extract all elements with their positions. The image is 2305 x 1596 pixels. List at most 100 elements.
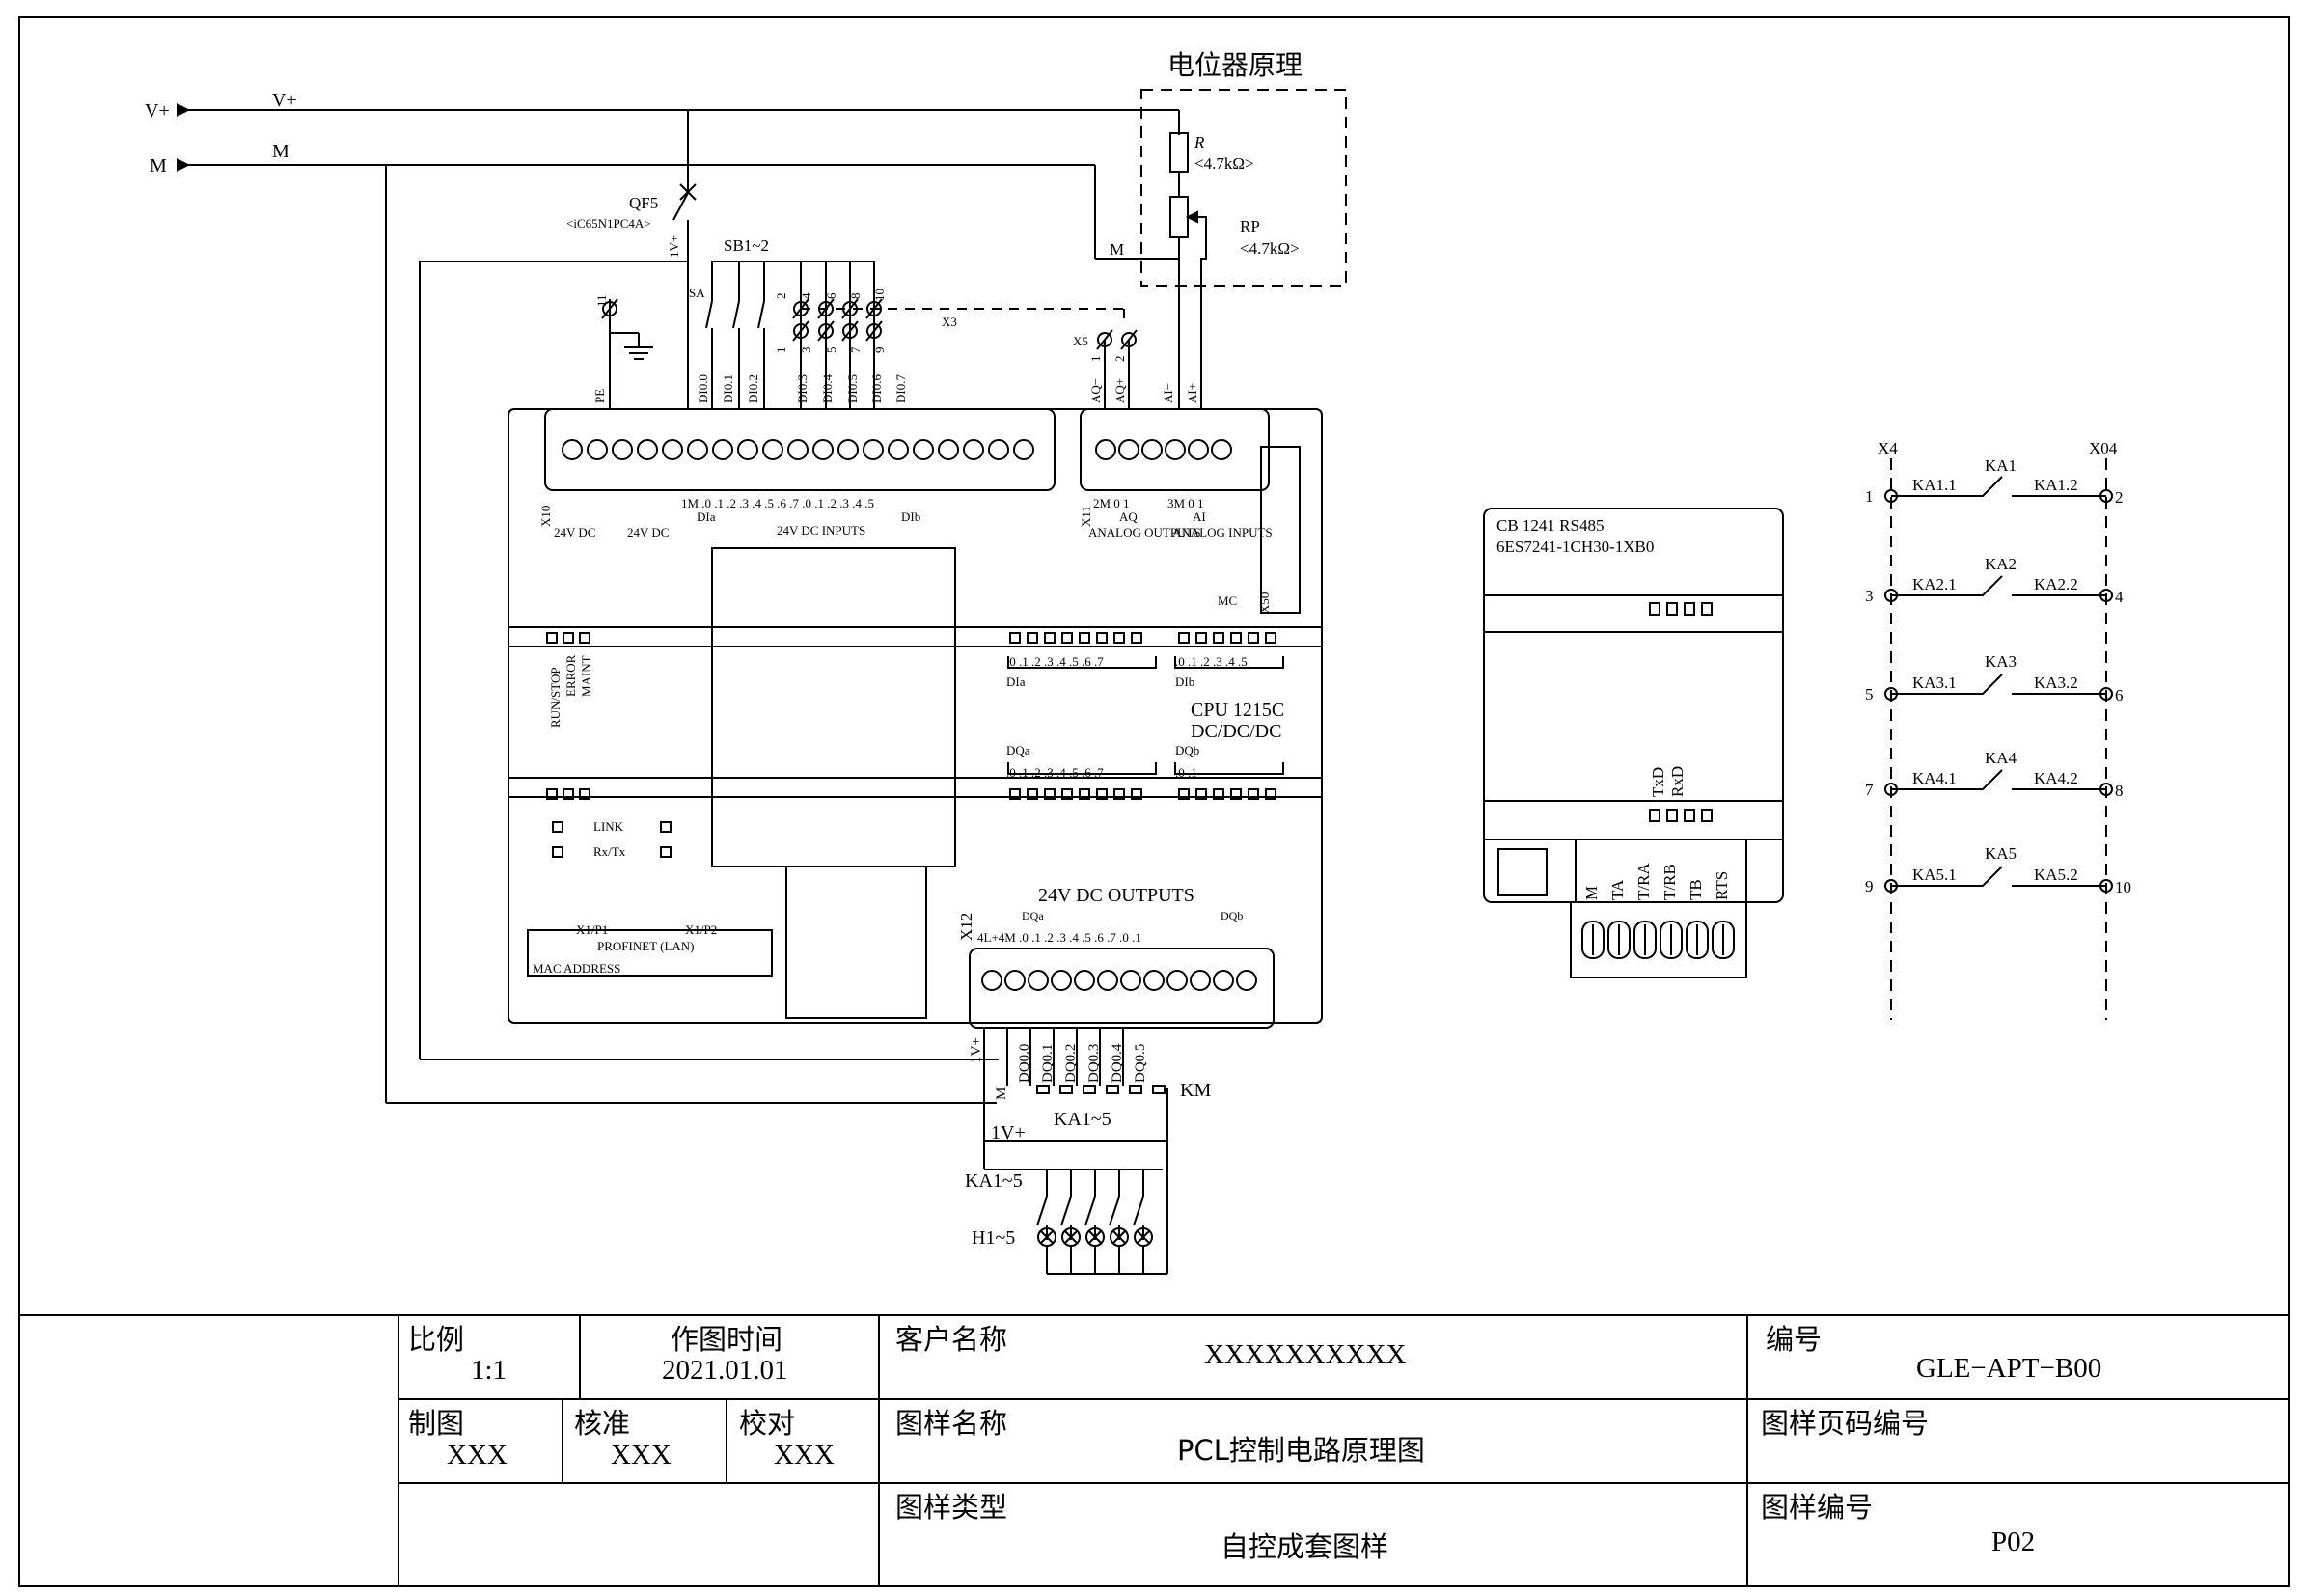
dq-terminals bbox=[981, 970, 1257, 991]
cb1241-module bbox=[1483, 508, 1784, 903]
mc-label: MC bbox=[1218, 593, 1237, 608]
rung5-relay: KA5 bbox=[1985, 844, 2017, 863]
pin-di01: DI0.1 bbox=[721, 374, 735, 403]
rung4-n2: 8 bbox=[2115, 782, 2124, 800]
port-cover bbox=[785, 866, 927, 1019]
term-top-6: 6 bbox=[824, 292, 838, 299]
coils-label: KA1~5 bbox=[1054, 1109, 1111, 1130]
rung1-c1: KA1.1 bbox=[1912, 476, 1957, 494]
dq-leds bbox=[1009, 788, 1276, 800]
dqa-label: DQa bbox=[1006, 743, 1030, 757]
breaker-wire: 1V+ bbox=[667, 235, 681, 258]
drawing-no-value: P02 bbox=[1991, 1527, 2036, 1557]
pin-pe: PE bbox=[592, 389, 607, 403]
x5-num-1: 1 bbox=[1088, 356, 1103, 363]
x12-label: X12 bbox=[957, 913, 975, 941]
rxd-label: RxD bbox=[1668, 766, 1687, 797]
number-value: GLE−APT−B00 bbox=[1916, 1353, 2102, 1384]
rs485-terminals bbox=[1581, 921, 1735, 959]
out-dq00: DQ0.0 bbox=[1017, 1044, 1032, 1083]
ladder-right-label: X04 bbox=[2089, 439, 2118, 457]
rp-value: <4.7kΩ> bbox=[1240, 239, 1300, 258]
m-rail-label: M bbox=[272, 141, 289, 162]
pin-tra: T/RA bbox=[1634, 863, 1653, 900]
dqb-led-labels: .0 .1 bbox=[1175, 765, 1197, 780]
approved-label: 核准 bbox=[574, 1407, 631, 1440]
txd-label: TxD bbox=[1649, 767, 1667, 797]
comm-name: CB 1241 RS485 bbox=[1496, 516, 1604, 535]
rung3-c1: KA3.1 bbox=[1912, 674, 1957, 692]
x5-num-2: 2 bbox=[1112, 356, 1127, 363]
out-dq02: DQ0.2 bbox=[1063, 1044, 1079, 1083]
customer-label: 客户名称 bbox=[895, 1323, 1008, 1356]
drawing-name-value: PCL控制电路原理图 bbox=[1177, 1434, 1425, 1467]
x50-label: X50 bbox=[1257, 592, 1272, 614]
pin-ta: TA bbox=[1608, 879, 1627, 900]
status-error: ERROR bbox=[563, 654, 578, 697]
mac-label: MAC ADDRESS bbox=[533, 961, 620, 976]
rung4-c1: KA4.1 bbox=[1912, 769, 1957, 787]
pin-di03: DI0.3 bbox=[795, 374, 809, 403]
pin-aq-plus: AQ+ bbox=[1112, 378, 1127, 403]
rung3-c2: KA3.2 bbox=[2034, 674, 2078, 692]
pin-di05: DI0.5 bbox=[845, 374, 860, 403]
potentiometer-box bbox=[1140, 89, 1347, 287]
out-dq03: DQ0.3 bbox=[1086, 1044, 1102, 1083]
status-leds bbox=[546, 632, 590, 800]
pin-di00: DI0.0 bbox=[696, 374, 710, 403]
status-maint: MAINT bbox=[579, 655, 593, 697]
drawn-label: 制图 bbox=[408, 1407, 465, 1440]
pin-di02: DI0.2 bbox=[746, 374, 760, 403]
rung3-n1: 5 bbox=[1865, 685, 1874, 703]
pin-ai-minus: AI− bbox=[1161, 383, 1175, 403]
rung1-c2: KA1.2 bbox=[2034, 476, 2078, 494]
profinet-ports bbox=[527, 929, 773, 977]
rung4-relay: KA4 bbox=[1985, 749, 2017, 767]
rp-label: RP bbox=[1240, 217, 1260, 235]
aq-header: 2M 0 1 bbox=[1093, 496, 1130, 510]
dia-led-labels: .0 .1 .2 .3 .4 .5 .6 .7 bbox=[1006, 654, 1104, 669]
rung1-n1: 1 bbox=[1865, 487, 1874, 506]
drawn-value: XXX bbox=[447, 1440, 508, 1471]
dib-led-group: DIb bbox=[1175, 674, 1194, 689]
status-run-stop: RUN/STOP bbox=[548, 667, 563, 728]
dc24-a: 24V DC bbox=[554, 525, 595, 539]
di-terminal-block bbox=[544, 408, 1056, 491]
checked-value: XXX bbox=[774, 1440, 835, 1471]
ai-label: AI bbox=[1193, 509, 1206, 524]
switches-name: SB1~2 bbox=[724, 236, 769, 255]
cpu-model: CPU 1215C bbox=[1191, 700, 1284, 721]
x1p1-label: X1/P1 bbox=[576, 922, 608, 937]
rung1-relay: KA1 bbox=[1985, 456, 2017, 475]
link-label: LINK bbox=[593, 819, 624, 834]
scale-label: 比例 bbox=[408, 1323, 465, 1356]
out-wire-label: 1V+ bbox=[991, 1122, 1026, 1143]
drawing-name-label: 图样名称 bbox=[895, 1407, 1008, 1440]
rung3-n2: 6 bbox=[2115, 686, 2124, 704]
lamps-label: H1~5 bbox=[972, 1227, 1015, 1249]
profinet-label: PROFINET (LAN) bbox=[597, 939, 695, 953]
drawing-frame bbox=[18, 16, 2290, 1587]
relay-rungs bbox=[1891, 476, 2106, 887]
sa-label: SA bbox=[689, 286, 705, 300]
rxtx-label: Rx/Tx bbox=[593, 844, 626, 859]
aq-label: AQ bbox=[1119, 509, 1138, 524]
out-dq05: DQ0.5 bbox=[1133, 1044, 1148, 1083]
term-bot-7: 7 bbox=[848, 346, 863, 353]
term-bot-3: 3 bbox=[799, 347, 813, 354]
dia-led-group: DIa bbox=[1006, 674, 1026, 689]
pin-di04: DI0.4 bbox=[820, 374, 835, 403]
rung2-c2: KA2.2 bbox=[2034, 575, 2078, 593]
out-dq01: DQ0.1 bbox=[1040, 1044, 1056, 1083]
term-top-4: 4 bbox=[799, 292, 813, 299]
r-value: <4.7kΩ> bbox=[1194, 154, 1254, 173]
dc24-b: 24V DC bbox=[627, 525, 669, 539]
x3-label: X3 bbox=[942, 315, 957, 329]
customer-value: XXXXXXXXXX bbox=[1204, 1339, 1407, 1370]
analog-inputs-label: ANALOG INPUTS bbox=[1172, 525, 1273, 539]
out-dq04: DQ0.4 bbox=[1110, 1043, 1125, 1083]
di-header: 1M .0 .1 .2 .3 .4 .5 .6 .7 .0 .1 .2 .3 .… bbox=[681, 496, 874, 510]
dq-terminal-block bbox=[969, 948, 1275, 1029]
pin-rts: RTS bbox=[1713, 871, 1731, 900]
